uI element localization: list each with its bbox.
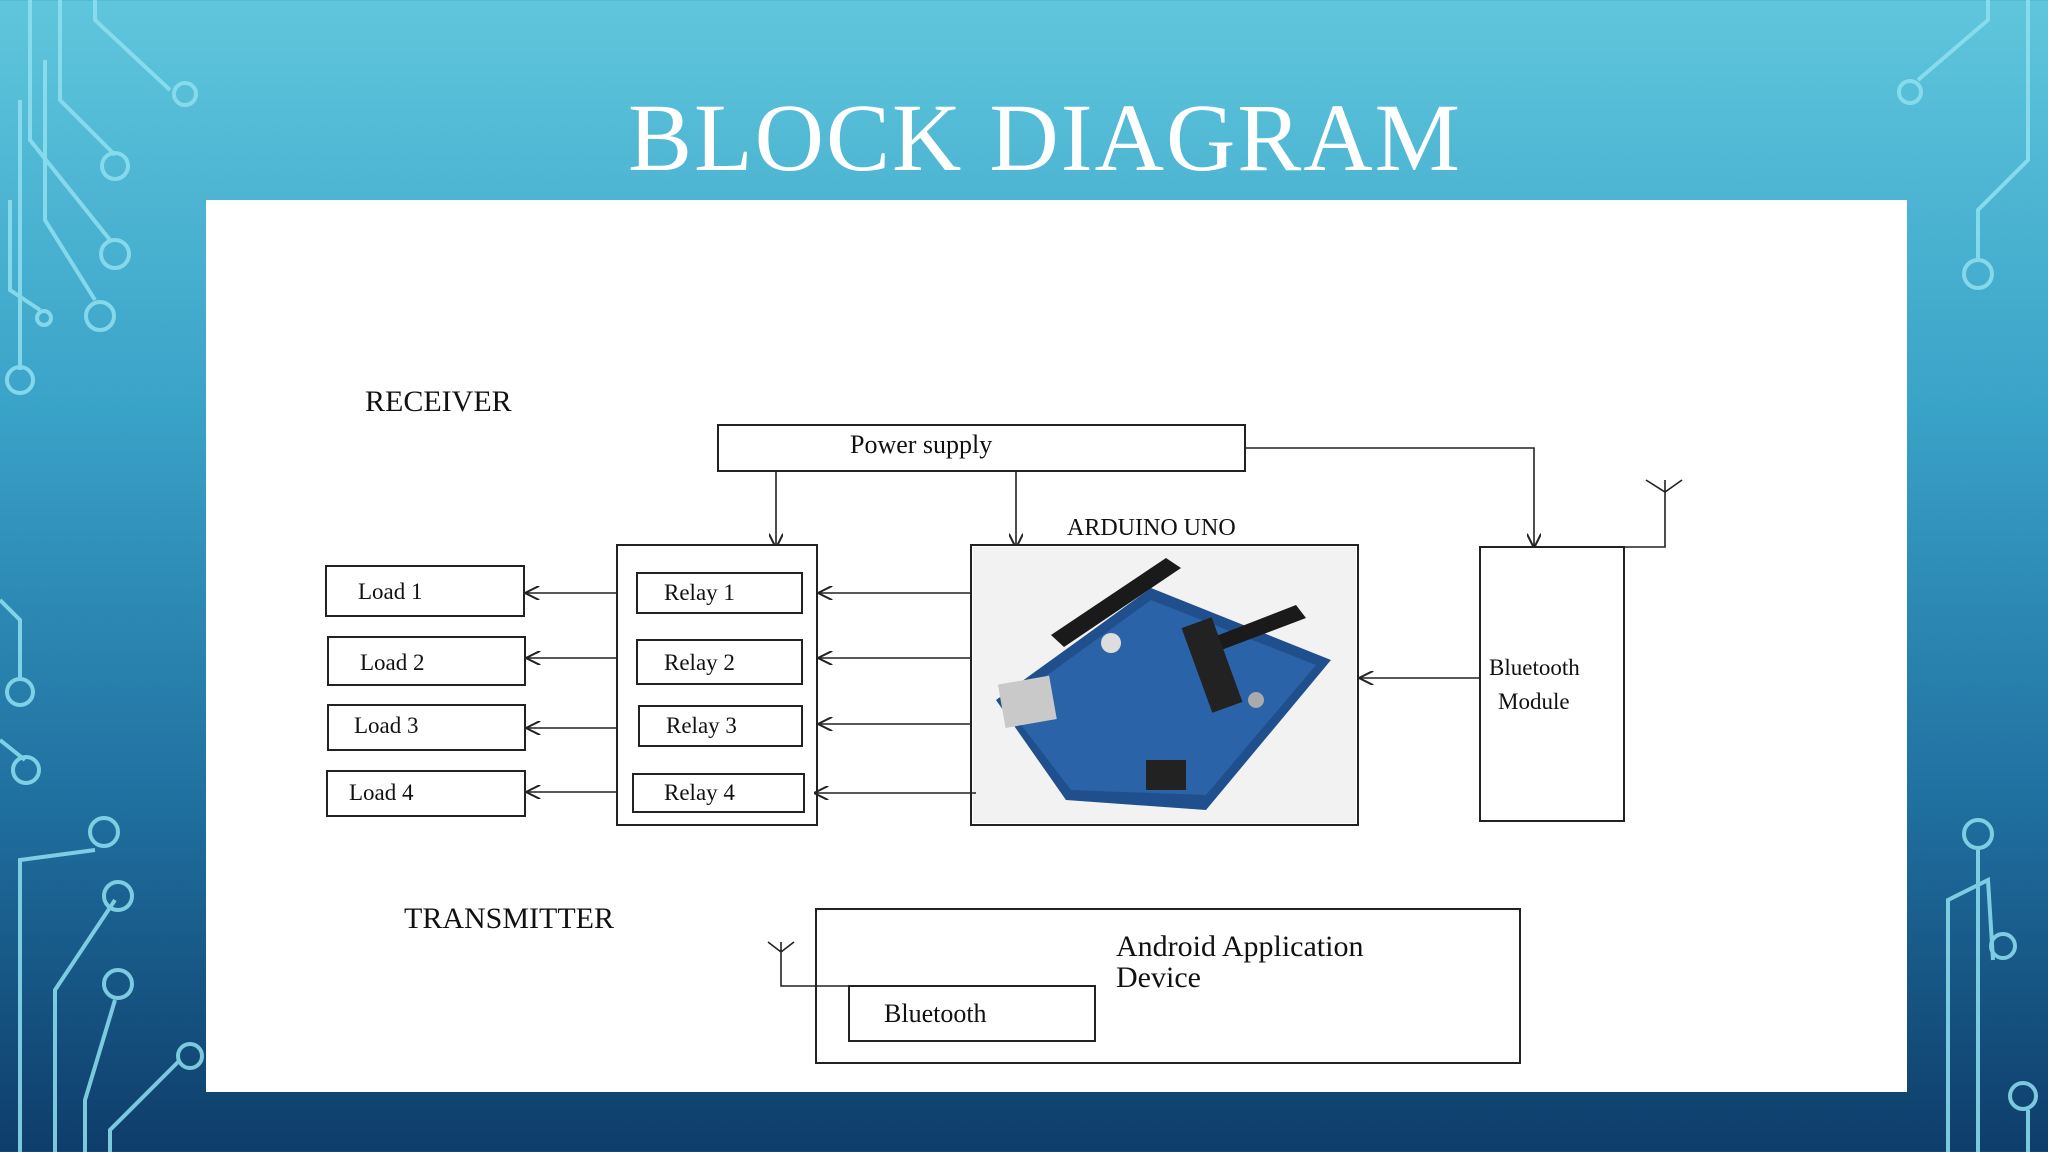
load-4-label: Load 4: [349, 780, 414, 805]
circuit-decoration-right: [1897, 0, 2038, 1152]
load-1-label: Load 1: [358, 579, 423, 604]
arduino-board-image: [973, 547, 1356, 823]
load-1-box: [325, 565, 525, 617]
relay-1-box: [636, 572, 803, 614]
power-supply-box: [717, 424, 1246, 472]
load-3-label: Load 3: [354, 713, 419, 738]
android-device-line-1: Android Application: [1116, 930, 1363, 963]
load-2-box: [327, 636, 526, 686]
relay-3-box: [638, 705, 803, 747]
relay-3-label: Relay 3: [666, 713, 737, 738]
receiver-label: RECEIVER: [365, 385, 512, 418]
relay-2-box: [636, 639, 803, 685]
bluetooth-box: [848, 985, 1096, 1042]
relay-4-box: [632, 773, 805, 813]
circuit-decoration-left: [0, 0, 204, 1152]
bluetooth-module-line-1: Bluetooth: [1489, 655, 1580, 680]
bluetooth-label: Bluetooth: [884, 999, 987, 1028]
diagram-panel: RECEIVER Power supply ARDUINO UNO Relay …: [206, 200, 1907, 1092]
relay-1-label: Relay 1: [664, 580, 735, 605]
antenna-transmitter-icon: [767, 941, 849, 987]
bluetooth-module-box: [1479, 546, 1625, 822]
power-supply-label: Power supply: [850, 430, 992, 459]
arduino-label: ARDUINO UNO: [1067, 515, 1236, 541]
transmitter-label: TRANSMITTER: [404, 902, 614, 935]
relay-2-label: Relay 2: [664, 650, 735, 675]
wire-power-bluetooth: [1245, 447, 1534, 548]
load-4-box: [326, 770, 526, 817]
load-3-box: [327, 704, 526, 751]
block-diagram: RECEIVER Power supply ARDUINO UNO Relay …: [325, 385, 1683, 1064]
android-device-line-2: Device: [1116, 961, 1201, 994]
load-2-label: Load 2: [360, 650, 425, 675]
slide-title: BLOCK DIAGRAM: [627, 84, 1463, 191]
relay-4-label: Relay 4: [664, 780, 735, 805]
bluetooth-module-line-2: Module: [1498, 689, 1570, 714]
antenna-receiver-icon: [1624, 479, 1683, 548]
